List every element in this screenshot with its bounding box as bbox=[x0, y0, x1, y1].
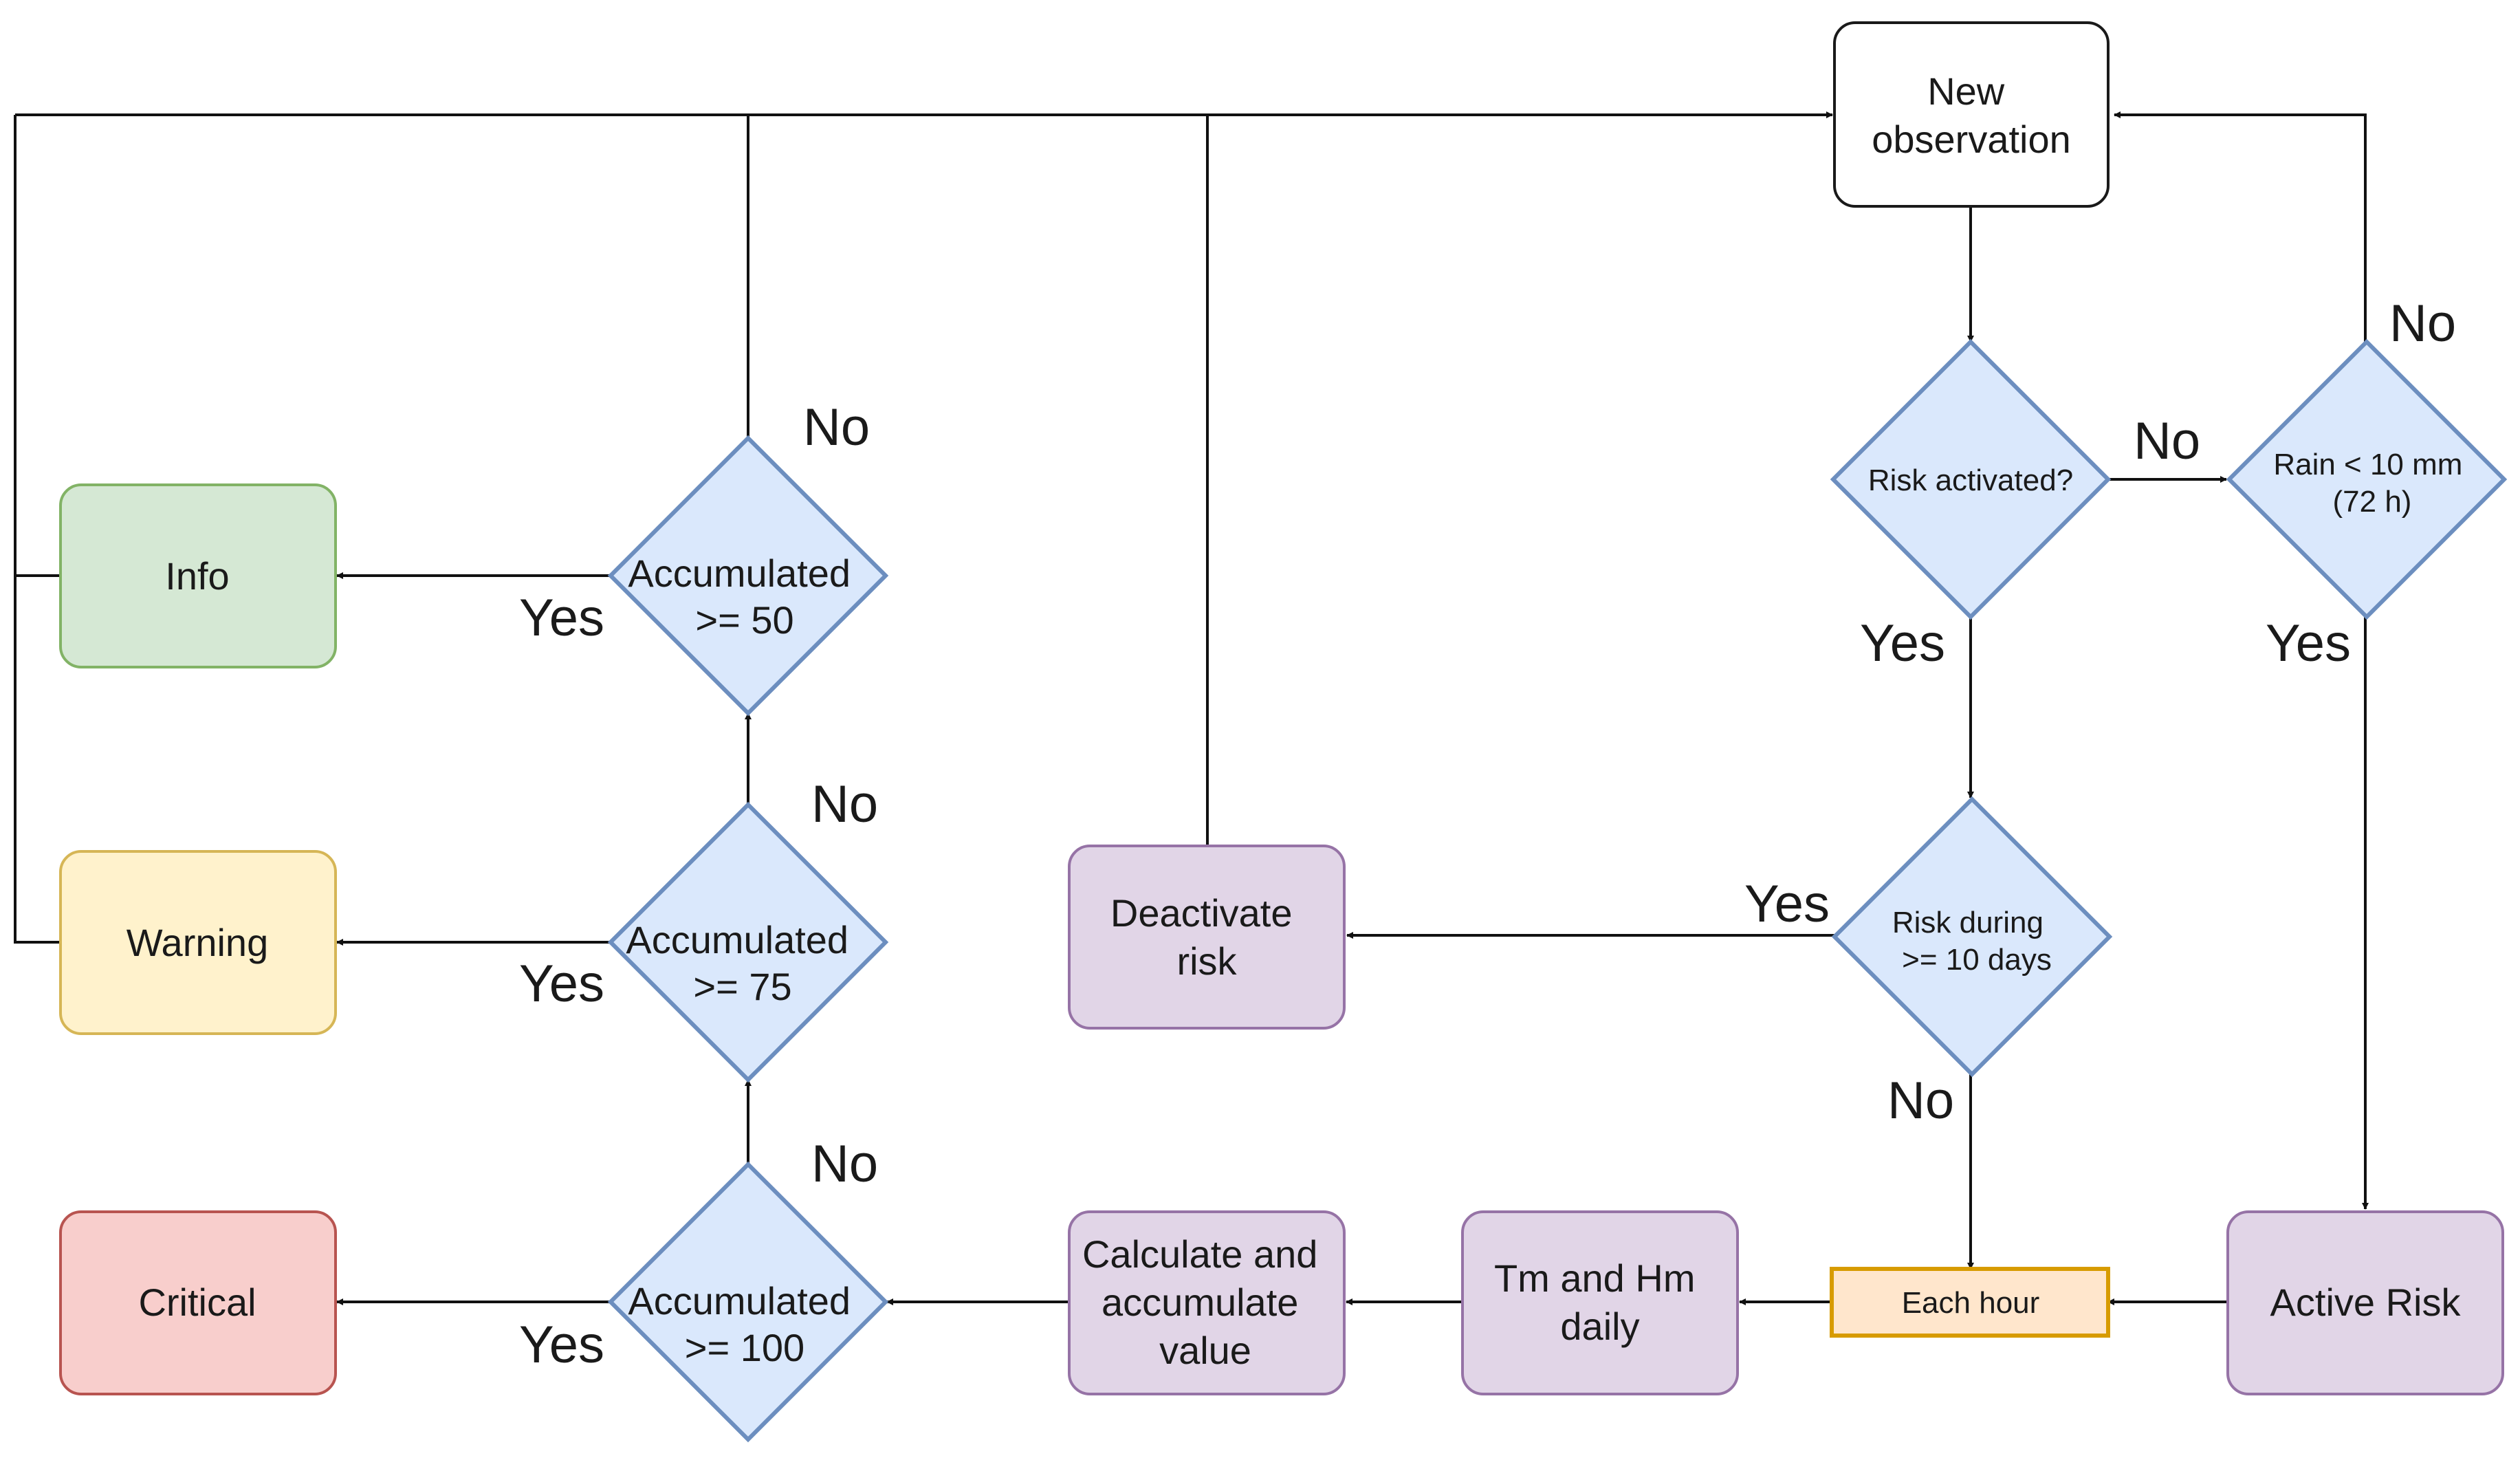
acc-50-label: Accumulated >= 50 bbox=[628, 552, 861, 642]
risk-during-diamond bbox=[1831, 796, 2113, 1078]
acc-100-diamond bbox=[607, 1161, 889, 1443]
new-observation-box bbox=[1833, 21, 2110, 208]
edge-labels: No Yes No Yes Yes No Yes No Yes No Yes N… bbox=[519, 294, 2456, 1374]
acc-100-label: Accumulated >= 100 bbox=[628, 1279, 861, 1369]
calculate-label: Calculate and accumulate value bbox=[1082, 1232, 1328, 1372]
node-critical: Critical bbox=[59, 1210, 337, 1395]
rain-check-label: Rain < 10 mm (72 h) bbox=[2273, 448, 2470, 519]
active-risk-box bbox=[2226, 1210, 2504, 1395]
each-hour-label: Each hour bbox=[1902, 1286, 2040, 1320]
label-acc50-no: No bbox=[803, 398, 870, 457]
label-rain-yes: Yes bbox=[2266, 614, 2351, 673]
node-acc-50: Accumulated >= 50 bbox=[607, 435, 889, 717]
acc-50-diamond bbox=[607, 435, 889, 717]
label-risk-activated-no: No bbox=[2134, 412, 2200, 470]
acc-75-label: Accumulated >= 75 bbox=[626, 918, 859, 1008]
node-each-hour: Each hour bbox=[1830, 1267, 2110, 1338]
calculate-box bbox=[1068, 1210, 1346, 1395]
tm-hm-daily-label: Tm and Hm daily bbox=[1494, 1256, 1706, 1348]
label-acc75-no: No bbox=[811, 775, 878, 834]
node-deactivate-risk: Deactivate risk bbox=[1068, 845, 1346, 1030]
tm-hm-daily-box bbox=[1461, 1210, 1739, 1395]
warning-box bbox=[59, 850, 337, 1035]
risk-during-label: Risk during >= 10 days bbox=[1892, 906, 2052, 977]
rain-check-diamond bbox=[2226, 338, 2508, 620]
deactivate-risk-box bbox=[1068, 845, 1346, 1030]
node-tm-hm-daily: Tm and Hm daily bbox=[1461, 1210, 1739, 1395]
label-risk-activated-yes: Yes bbox=[1860, 614, 1945, 673]
edges bbox=[14, 111, 2369, 1305]
node-warning: Warning bbox=[59, 850, 337, 1035]
info-box bbox=[59, 483, 337, 668]
node-active-risk: Active Risk bbox=[2226, 1210, 2504, 1395]
each-hour-box bbox=[1830, 1267, 2110, 1338]
critical-label: Critical bbox=[138, 1281, 256, 1324]
label-acc100-yes: Yes bbox=[519, 1316, 604, 1374]
label-acc50-yes: Yes bbox=[519, 589, 604, 647]
info-label: Info bbox=[165, 554, 229, 598]
critical-box bbox=[59, 1210, 337, 1395]
edge-rain-no-to-newobs bbox=[2114, 111, 2367, 342]
node-acc-100: Accumulated >= 100 bbox=[607, 1161, 889, 1443]
label-acc100-no: No bbox=[811, 1135, 878, 1193]
active-risk-label: Active Risk bbox=[2270, 1281, 2462, 1324]
new-observation-label: New observation bbox=[1872, 69, 2071, 161]
node-acc-75: Accumulated >= 75 bbox=[607, 801, 889, 1083]
node-info: Info bbox=[59, 483, 337, 668]
label-acc75-yes: Yes bbox=[519, 955, 604, 1013]
label-risk-during-yes: Yes bbox=[1744, 875, 1830, 933]
node-risk-during: Risk during >= 10 days bbox=[1831, 796, 2113, 1078]
acc-75-diamond bbox=[607, 801, 889, 1083]
label-risk-during-no: No bbox=[1887, 1071, 1954, 1130]
warning-label: Warning bbox=[127, 921, 268, 964]
node-risk-activated: Risk activated? bbox=[1830, 338, 2112, 620]
node-new-observation: New observation bbox=[1833, 21, 2110, 208]
deactivate-risk-label: Deactivate risk bbox=[1110, 891, 1303, 983]
risk-activated-label: Risk activated? bbox=[1868, 464, 2073, 497]
label-rain-no: No bbox=[2389, 294, 2456, 353]
node-rain-check: Rain < 10 mm (72 h) bbox=[2226, 338, 2508, 620]
risk-activated-diamond bbox=[1830, 338, 2112, 620]
node-calculate: Calculate and accumulate value bbox=[1068, 1210, 1346, 1395]
edge-warning-left-loop bbox=[14, 115, 61, 944]
